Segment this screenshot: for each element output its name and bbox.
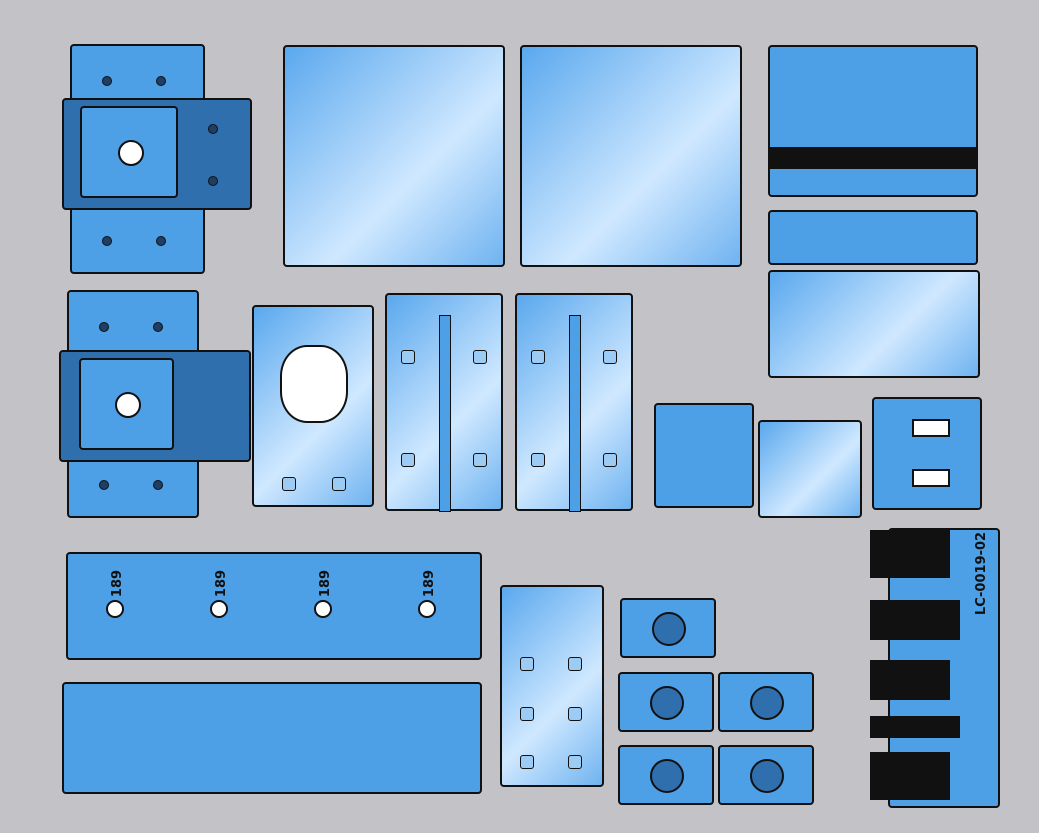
motor-mount-bracket-top [62,44,252,274]
bearing-holder-set [768,270,980,378]
nut-plate [500,585,604,787]
c-clip-set [768,210,978,265]
pipe-connector-a [620,598,716,658]
pipe-connector-b [618,672,714,732]
clamp-row [62,682,482,794]
heatsink: LC-0019-02 [870,528,1000,808]
pipe-connector-d [618,745,714,805]
part-label-4: 189 [422,569,438,598]
part-label-1: 189 [110,569,126,598]
part-label-2: 189 [214,569,230,598]
clamp-block-set [768,45,978,197]
bracket-cavity [80,106,178,198]
linear-carriage-right [515,293,633,512]
stepper-plate [252,305,374,507]
cross-connector-row: 189 189 189 189 [66,552,482,660]
belt-tensioner [758,420,862,518]
linear-carriage-left [385,293,503,512]
pipe-connector-c [718,672,814,732]
heatsink-label: LC-0019-02 [974,531,990,616]
clamp-band [770,147,976,169]
base-plate-left [283,45,505,267]
part-label-3: 189 [318,569,334,598]
pipe-connector-e [718,745,814,805]
terminal-block [654,403,754,508]
mount-plate-square [872,397,982,510]
base-plate-right [520,45,742,267]
motor-mount-bracket-bottom [59,290,251,518]
